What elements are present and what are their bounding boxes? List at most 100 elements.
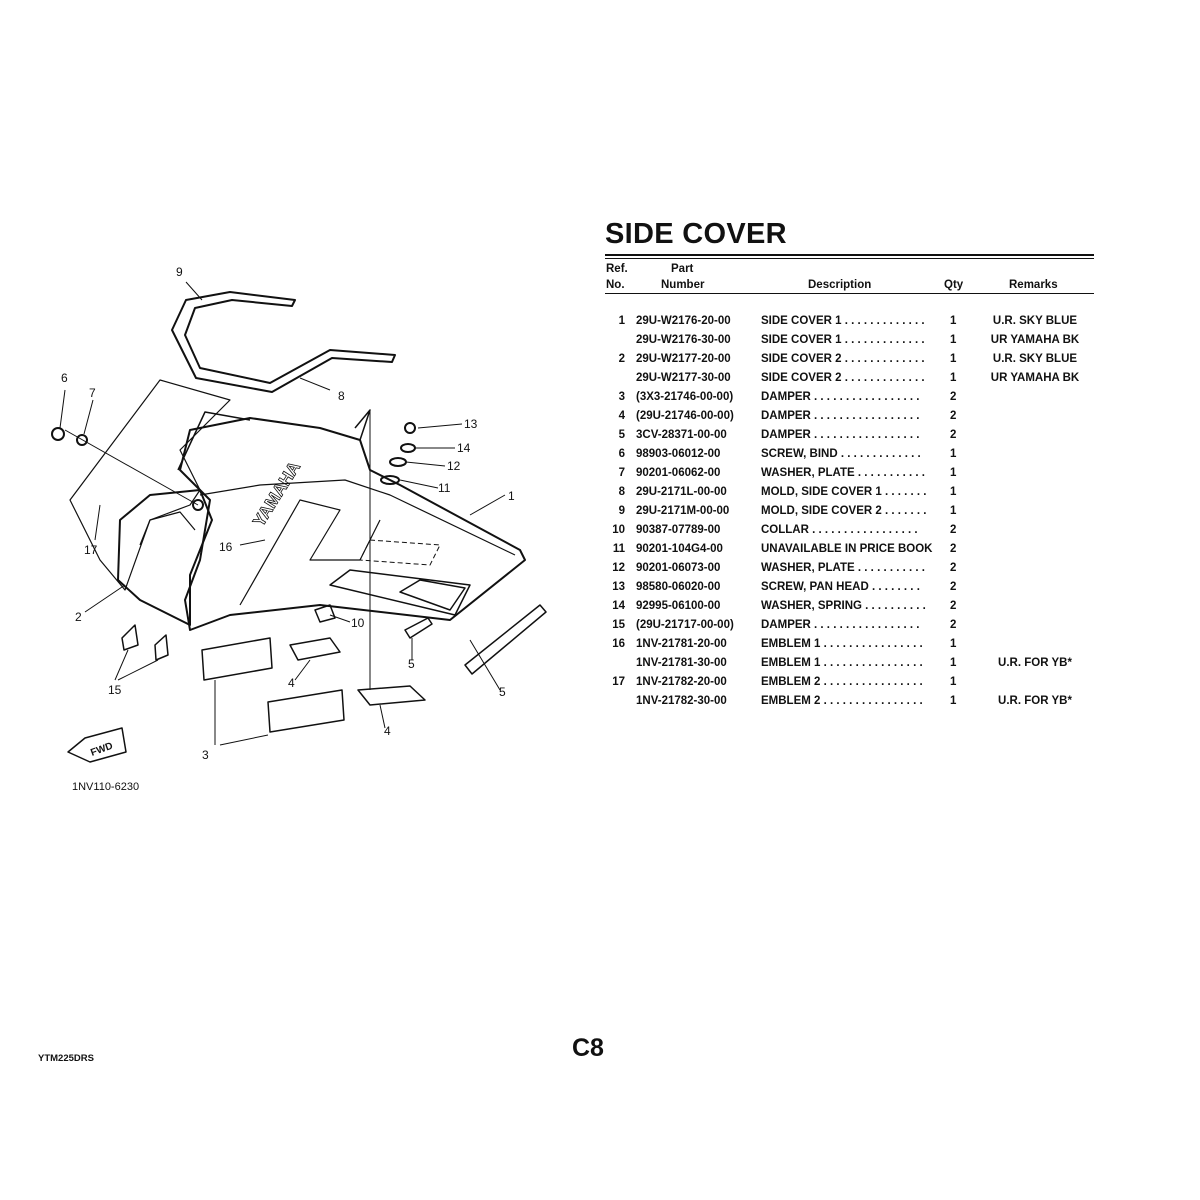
damper-4a [289, 637, 341, 661]
callout: 4 [384, 724, 391, 738]
callout: 1 [508, 489, 515, 503]
cell-desc: EMBLEM 1 . . . . . . . . . . . . . . . . [761, 638, 923, 650]
fwd-arrow-icon [67, 727, 127, 763]
cell-ref: 13 [612, 581, 625, 593]
cell-remarks: U.R. FOR YB* [998, 695, 1072, 707]
cell-qty: 2 [950, 562, 957, 574]
cell-desc: EMBLEM 2 . . . . . . . . . . . . . . . . [761, 676, 923, 688]
cell-qty: 2 [950, 619, 957, 631]
title-rule [605, 254, 1094, 256]
callout: 6 [61, 371, 68, 385]
callout: 4 [288, 676, 295, 690]
callout: 8 [338, 389, 345, 403]
cell-ref: 17 [612, 676, 625, 688]
cell-ref: 5 [618, 429, 625, 441]
cell-qty: 2 [950, 391, 957, 403]
callout: 9 [176, 265, 183, 279]
cell-ref: 11 [612, 543, 625, 555]
side-cover-2-outline [69, 379, 231, 591]
cell-part: 92995-06100-00 [636, 600, 721, 612]
header-ref-2: No. [606, 279, 625, 291]
callout: 2 [75, 610, 82, 624]
cell-part: 1NV-21782-20-00 [636, 676, 727, 688]
header-part-2: Number [661, 279, 705, 291]
cell-qty: 1 [950, 372, 957, 384]
cell-qty: 1 [950, 467, 957, 479]
table-row: 13 98580-06020-00 SCREW, PAN HEAD . . . . … [605, 581, 1094, 600]
header-remarks: Remarks [1009, 279, 1058, 291]
cell-desc: DAMPER . . . . . . . . . . . . . . . . . [761, 619, 920, 631]
drawing-id: 1NV110-6230 [72, 781, 139, 793]
page-number: C8 [572, 1034, 604, 1062]
cell-ref: 9 [618, 505, 625, 517]
cell-remarks: U.R. FOR YB* [998, 657, 1072, 669]
callout-labels: 9 8 6 7 17 2 16 15 3 4 4 10 5 5 1 13 14 … [61, 265, 515, 762]
callout: 15 [108, 683, 122, 697]
cell-ref: 2 [618, 353, 625, 365]
cell-ref: 8 [618, 486, 625, 498]
cell-part: 29U-2171M-00-00 [636, 505, 730, 517]
callout: 14 [457, 441, 471, 455]
damper-3b [267, 689, 345, 733]
header-rule [605, 293, 1094, 294]
screw-pan-head [404, 422, 416, 434]
cell-desc: WASHER, PLATE . . . . . . . . . . . [761, 562, 925, 574]
cell-desc: MOLD, SIDE COVER 1 . . . . . . . [761, 486, 927, 498]
cell-desc: DAMPER . . . . . . . . . . . . . . . . . [761, 410, 920, 422]
cell-desc: MOLD, SIDE COVER 2 . . . . . . . [761, 505, 927, 517]
cell-part: (3X3-21746-00-00) [636, 391, 734, 403]
cell-remarks: UR YAMAHA BK [990, 334, 1080, 346]
damper-3a [201, 637, 273, 681]
cell-ref: 1 [618, 315, 625, 327]
table-row: 11 90201-104G4-00 UNAVAILABLE IN PRICE BOO… [605, 543, 1094, 562]
cell-desc: UNAVAILABLE IN PRICE BOOK [761, 543, 933, 555]
cell-part: 98580-06020-00 [636, 581, 721, 593]
screw-bind [51, 427, 65, 441]
cell-qty: 1 [950, 638, 957, 650]
cell-desc: SIDE COVER 1 . . . . . . . . . . . . . [761, 334, 925, 346]
cell-qty: 1 [950, 505, 957, 517]
cell-ref: 14 [612, 600, 625, 612]
header-qty: Qty [944, 279, 964, 291]
cell-qty: 1 [950, 486, 957, 498]
damper-5b [464, 604, 547, 675]
cell-qty: 1 [950, 676, 957, 688]
washer-plate [76, 434, 88, 446]
table-row: 5 3CV-28371-00-00 DAMPER . . . . . . . . .… [605, 429, 1094, 448]
cell-part: 90201-06062-00 [636, 467, 721, 479]
callout: 7 [89, 386, 96, 400]
callout: 10 [351, 616, 365, 630]
cell-part: 90201-104G4-00 [636, 543, 723, 555]
cell-part: 1NV-21782-30-00 [636, 695, 727, 707]
cell-part: 29U-W2177-20-00 [636, 353, 731, 365]
cell-part: 3CV-28371-00-00 [636, 429, 727, 441]
header-ref-1: Ref. [606, 263, 628, 275]
cell-qty: 2 [950, 600, 957, 612]
cell-qty: 1 [950, 448, 957, 460]
cell-qty: 2 [950, 524, 957, 536]
damper-4b [357, 685, 426, 706]
cell-ref: 15 [612, 619, 625, 631]
cell-remarks: UR YAMAHA BK [990, 372, 1080, 384]
cell-desc: SCREW, PAN HEAD . . . . . . . . [761, 581, 920, 593]
cell-qty: 2 [950, 410, 957, 422]
cell-part: (29U-21717-00-00) [636, 619, 734, 631]
cell-ref: 12 [612, 562, 625, 574]
header-description: Description [808, 279, 872, 291]
cell-part: 90201-06073-00 [636, 562, 721, 574]
header-part-1: Part [671, 263, 694, 275]
cell-desc: SCREW, BIND . . . . . . . . . . . . . [761, 448, 921, 460]
cell-part: 90387-07789-00 [636, 524, 721, 536]
cell-desc: COLLAR . . . . . . . . . . . . . . . . . [761, 524, 918, 536]
cell-desc: DAMPER . . . . . . . . . . . . . . . . . [761, 429, 920, 441]
cell-part: 29U-W2176-20-00 [636, 315, 731, 327]
